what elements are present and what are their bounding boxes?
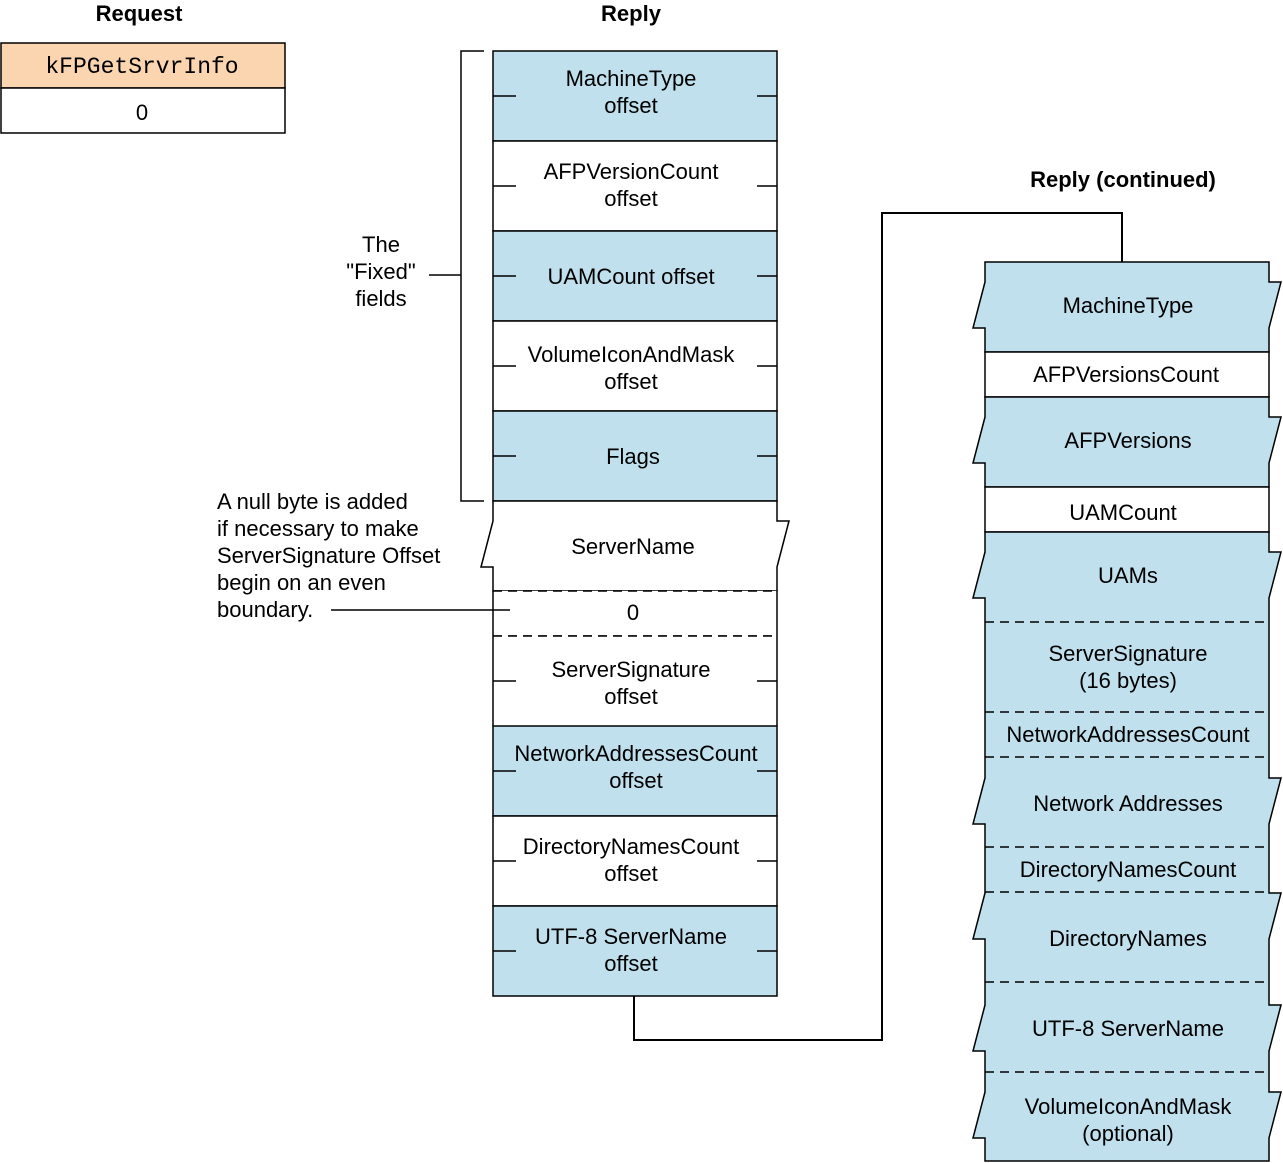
reply-side-ticks	[493, 95, 777, 952]
cont-label-serversignature-2: (16 bytes)	[1079, 668, 1177, 693]
reply-continued-header: Reply (continued)	[1030, 167, 1216, 192]
reply-cell-utf8-servername-offset	[492, 905, 778, 997]
cont-label-afpversions: AFPVersions	[1064, 428, 1191, 453]
cont-label-network-addresses: Network Addresses	[1033, 791, 1223, 816]
reply-cell-null-byte	[493, 591, 777, 636]
reply-label-servername: ServerName	[571, 534, 694, 559]
request-pad-label: 0	[136, 100, 148, 125]
cont-label-networkaddressescount: NetworkAddressesCount	[1006, 722, 1249, 747]
reply-cell-directorynamescount-offset	[492, 815, 778, 907]
reply-label-networkaddressescount-2: offset	[609, 768, 662, 793]
fixed-note-line3: fields	[355, 286, 406, 311]
reply-label-machinetype-1: MachineType	[566, 66, 697, 91]
null-note-line5: boundary.	[217, 597, 313, 622]
reply-cell-machinetype-offset	[492, 50, 778, 142]
request-command-cell	[0, 42, 286, 89]
reply-cell-networkaddressescount-offset	[492, 725, 778, 817]
null-note-line3: ServerSignature Offset	[217, 543, 440, 568]
reply-cell-uamcount-offset	[492, 230, 778, 322]
reply-cell-serversignature-offset	[493, 636, 777, 726]
cont-label-directorynames: DirectoryNames	[1049, 926, 1207, 951]
cont-label-volumeiconandmask-1: VolumeIconAndMask	[1025, 1094, 1233, 1119]
reply-label-directorynamescount-2: offset	[604, 861, 657, 886]
reply-label-afpversioncount-2: offset	[604, 186, 657, 211]
reply-cell-afpversioncount-offset	[492, 140, 778, 232]
cont-label-machinetype: MachineType	[1063, 293, 1194, 318]
reply-block: MachineType offset AFPVersionCount offse…	[480, 50, 790, 997]
reply-label-networkaddressescount-1: NetworkAddressesCount	[514, 741, 757, 766]
null-note-line4: begin on an even	[217, 570, 386, 595]
cont-dividers	[985, 621, 1269, 1073]
reply-label-serversignature-2: offset	[604, 684, 657, 709]
reply-header: Reply	[601, 1, 662, 26]
request-pad-cell	[0, 87, 286, 134]
reply-continuation-connector	[633, 212, 1123, 1041]
fixed-note-line1: The	[362, 232, 400, 257]
reply-cell-volumeiconandmask-offset	[492, 320, 778, 412]
cont-cell-afpversionscount	[984, 351, 1270, 398]
null-note-line2: if necessary to make	[217, 516, 419, 541]
reply-continued-block: MachineType AFPVersionsCount AFPVersions…	[972, 261, 1282, 1162]
fixed-fields-bracket	[429, 50, 484, 502]
reply-label-flags: Flags	[606, 444, 660, 469]
request-block: kFPGetSrvrInfo 0	[0, 42, 286, 134]
reply-label-afpversioncount-1: AFPVersionCount	[544, 159, 719, 184]
fixed-note-line2: "Fixed"	[346, 259, 415, 284]
cont-label-uams: UAMs	[1098, 563, 1158, 588]
reply-label-utf8-servername-1: UTF-8 ServerName	[535, 924, 727, 949]
null-note-line1: A null byte is added	[217, 489, 408, 514]
cont-label-serversignature-1: ServerSignature	[1049, 641, 1208, 666]
request-command-label: kFPGetSrvrInfo	[45, 54, 238, 80]
cont-label-afpversionscount: AFPVersionsCount	[1033, 362, 1219, 387]
reply-label-uamcount: UAMCount offset	[547, 264, 714, 289]
reply-label-machinetype-2: offset	[604, 93, 657, 118]
reply-label-volumeiconandmask-2: offset	[604, 369, 657, 394]
reply-label-directorynamescount-1: DirectoryNamesCount	[523, 834, 739, 859]
request-header: Request	[96, 1, 183, 26]
cont-label-volumeiconandmask-2: (optional)	[1082, 1121, 1174, 1146]
reply-label-null-byte: 0	[627, 600, 639, 625]
cont-label-utf8-servername: UTF-8 ServerName	[1032, 1016, 1224, 1041]
cont-label-uamcount: UAMCount	[1069, 500, 1177, 525]
reply-label-serversignature-1: ServerSignature	[552, 657, 711, 682]
reply-label-volumeiconandmask-1: VolumeIconAndMask	[528, 342, 736, 367]
cont-label-directorynamescount: DirectoryNamesCount	[1020, 857, 1236, 882]
reply-label-utf8-servername-2: offset	[604, 951, 657, 976]
